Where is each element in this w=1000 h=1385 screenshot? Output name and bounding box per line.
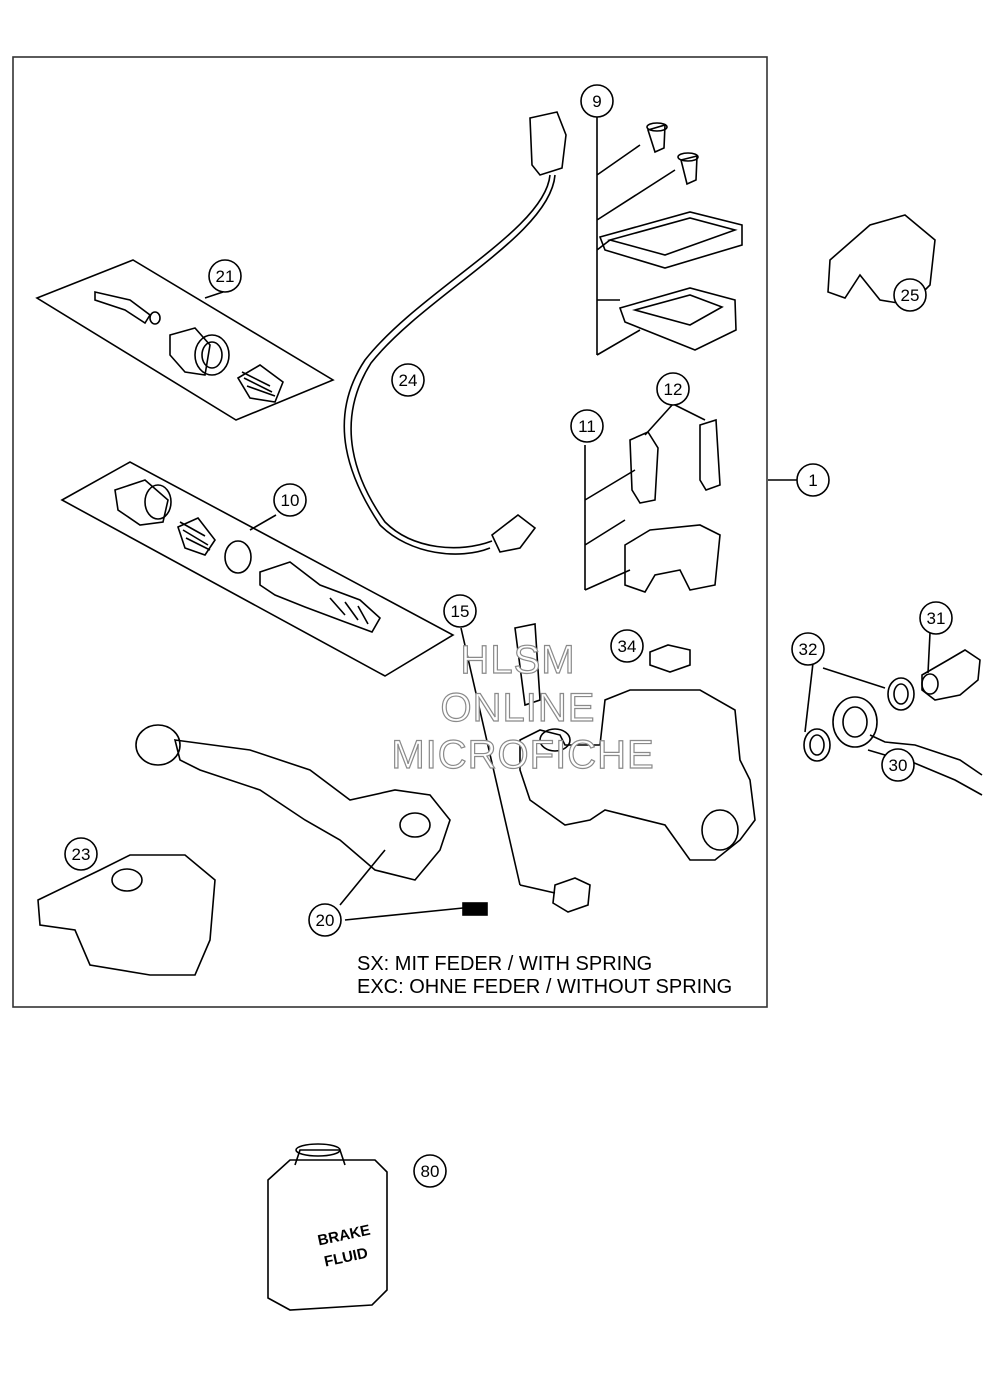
callout-12: 12: [664, 380, 683, 399]
callout-21: 21: [216, 267, 235, 286]
callout-circle: [919, 601, 953, 635]
leader-lines: [204, 291, 931, 921]
watermark-line-2: ONLINE: [440, 685, 596, 730]
callout-80: 80: [421, 1162, 440, 1181]
brake-fluid-bottle-drawing: [267, 1143, 388, 1311]
sensor-cable-drawing: [343, 111, 567, 555]
master-cylinder-drawing: [514, 623, 756, 913]
callout-9: 9: [592, 92, 601, 111]
callout-32: 32: [799, 640, 818, 659]
callout-circle: [580, 84, 614, 118]
callout-circle: [308, 903, 342, 937]
callout-circle: [443, 594, 477, 628]
callout-circle: [413, 1154, 447, 1188]
callout-23: 23: [72, 845, 91, 864]
callout-25: 25: [901, 286, 920, 305]
callout-15: 15: [451, 602, 470, 621]
clamp-drawing: [584, 418, 721, 593]
callout-circle: [796, 463, 830, 497]
callout-30: 30: [889, 756, 908, 775]
callout-circle: [610, 629, 644, 663]
watermark-line-1: HLSM: [460, 637, 576, 682]
main-panel-frame: [12, 56, 768, 1008]
lever-guard-drawing: [37, 854, 216, 976]
callout-circle: [208, 259, 242, 293]
callout-31: 31: [927, 609, 946, 628]
callout-11: 11: [578, 417, 596, 436]
callout-circle: [273, 483, 307, 517]
callout-20: 20: [316, 911, 335, 930]
callout-1: 1: [808, 471, 817, 490]
callout-24: 24: [399, 371, 418, 390]
lever-drawing: [135, 724, 488, 916]
callout-34: 34: [618, 637, 637, 656]
callout-10: 10: [281, 491, 300, 510]
watermark-line-3: MICROFICHE: [391, 732, 655, 777]
callout-circle: [881, 748, 915, 782]
bottle-label-fluid: FLUID: [323, 1245, 370, 1271]
callout-circle: [391, 363, 425, 397]
callout-circle: [656, 372, 690, 406]
kit-10-drawing: [60, 461, 455, 677]
callout-circle: [64, 837, 98, 871]
callout-circle: [570, 409, 604, 443]
callout-circle: [791, 632, 825, 666]
kit-21-drawing: [35, 259, 335, 421]
note-sx: SX: MIT FEDER / WITH SPRING: [357, 953, 653, 975]
reservoir-cover-drawing: [596, 100, 743, 356]
note-exc: EXC: OHNE FEDER / WITHOUT SPRING: [357, 976, 733, 998]
callout-circle: [893, 278, 927, 312]
